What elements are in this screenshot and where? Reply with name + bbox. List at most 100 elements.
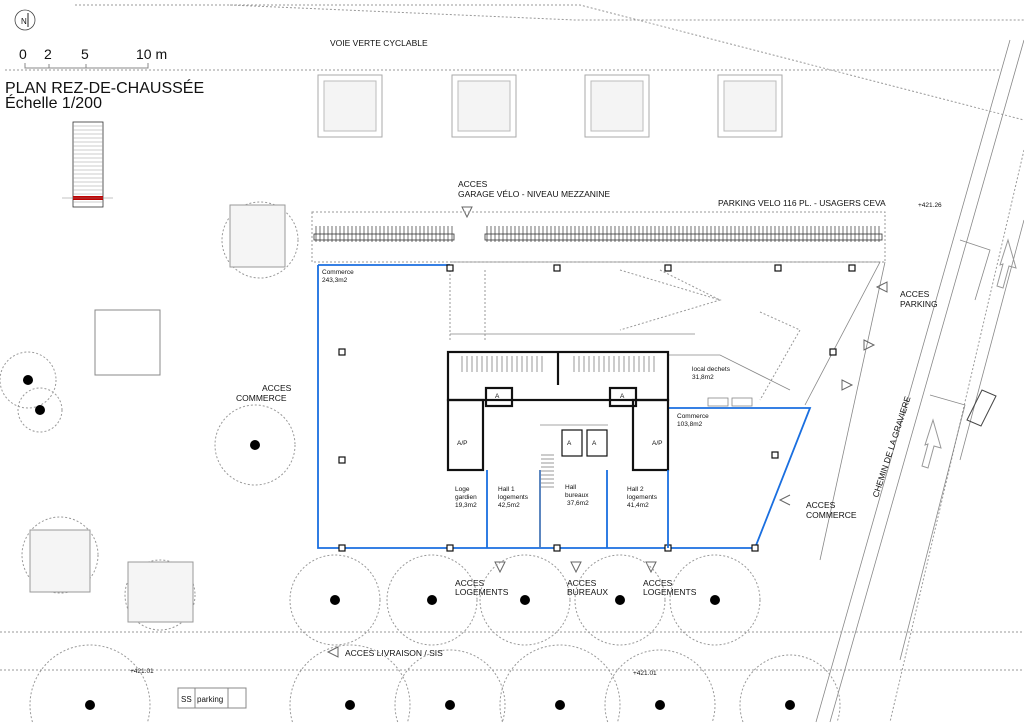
street-name: CHEMIN DE LA GRAVIERE	[870, 395, 912, 499]
column	[771, 451, 779, 459]
svg-text:COMMERCE: COMMERCE	[236, 393, 287, 403]
tree-trunk-icon	[710, 595, 720, 605]
tree-canopy	[17, 387, 63, 433]
tree-trunk-icon	[250, 440, 260, 450]
svg-text:A/P: A/P	[457, 440, 467, 447]
level-marker: +421.26	[918, 202, 942, 209]
north-arrow-icon: N	[14, 9, 36, 31]
tree-trunk-icon	[345, 700, 355, 710]
svg-text:Loge: Loge	[455, 486, 470, 493]
svg-text:gardien: gardien	[455, 494, 477, 501]
svg-text:A: A	[620, 393, 625, 400]
svg-text:BUREAUX: BUREAUX	[567, 587, 608, 597]
level-marker: +421.01	[633, 670, 657, 677]
column	[338, 456, 346, 464]
svg-text:parking: parking	[197, 695, 223, 704]
tree-trunk-icon	[785, 700, 795, 710]
tree-pit	[451, 74, 517, 138]
tree-trunk-icon	[655, 700, 665, 710]
level-marker: +421.01	[130, 668, 154, 675]
tree-trunk-icon	[330, 595, 340, 605]
tree-canopy	[0, 351, 57, 409]
tree-pit	[229, 204, 286, 268]
svg-text:Hall: Hall	[565, 484, 577, 491]
svg-text:Commerce: Commerce	[322, 269, 354, 276]
tree-trunk-icon	[23, 375, 33, 385]
acces-parking-label: ACCES	[900, 289, 930, 299]
access-labels: ACCES COMMERCE ACCES COMMERCE ACCES LOGE…	[236, 383, 857, 597]
tree-pit	[127, 561, 194, 623]
plaza-square	[94, 309, 161, 376]
road: CHEMIN DE LA GRAVIERE	[815, 39, 1024, 723]
column	[446, 544, 454, 552]
tree-canopy	[214, 404, 296, 486]
svg-text:A/P: A/P	[652, 440, 662, 447]
svg-text:A: A	[592, 440, 597, 447]
svg-text:logements: logements	[627, 494, 658, 501]
svg-text:COMMERCE: COMMERCE	[806, 510, 857, 520]
svg-text:N: N	[21, 17, 27, 26]
tree-grate	[590, 80, 644, 132]
svg-text:243,3m2: 243,3m2	[322, 277, 348, 284]
column	[553, 264, 561, 272]
column	[338, 348, 346, 356]
svg-text:37,6m2: 37,6m2	[567, 500, 589, 507]
svg-text:ACCES: ACCES	[455, 578, 485, 588]
entrance-triangle-icon	[461, 206, 473, 219]
svg-text:bureaux: bureaux	[565, 492, 589, 499]
svg-text:10 m: 10 m	[136, 46, 167, 62]
svg-text:local dechets: local dechets	[692, 366, 731, 373]
svg-text:103,8m2: 103,8m2	[677, 421, 703, 428]
svg-text:ACCES: ACCES	[643, 578, 673, 588]
tree-canopy	[386, 554, 478, 646]
tree-canopy	[499, 644, 621, 723]
tree-grate	[323, 80, 377, 132]
tree-trunk-icon	[85, 700, 95, 710]
tree-canopy	[221, 201, 299, 279]
tree-canopy	[289, 554, 381, 646]
svg-text:5: 5	[81, 46, 89, 62]
level-key	[62, 121, 113, 208]
column	[338, 544, 346, 552]
svg-text:41,4m2: 41,4m2	[627, 502, 649, 509]
tree-pit	[317, 74, 383, 138]
building-core: A A A A A/P A/P	[446, 350, 670, 548]
plan-scale: Échelle 1/200	[5, 93, 102, 112]
acces-parking-label-2: PARKING	[900, 299, 938, 309]
svg-text:LOGEMENTS: LOGEMENTS	[643, 587, 697, 597]
svg-text:SS: SS	[181, 695, 192, 704]
svg-text:Commerce: Commerce	[677, 413, 709, 420]
column	[664, 264, 672, 272]
tree-grate	[723, 80, 777, 132]
svg-text:VOIE VERTE CYCLABLE: VOIE VERTE CYCLABLE	[330, 38, 428, 48]
tree-canopy	[29, 644, 151, 723]
svg-text:logements: logements	[498, 494, 529, 501]
plan-title: PLAN REZ-DE-CHAUSSÉE	[5, 78, 204, 97]
acces-livraison-label: ACCES LIVRAISON / SIS	[345, 648, 443, 658]
tree-canopy	[21, 516, 99, 594]
tree-canopy	[289, 644, 411, 723]
tree-trunk-icon	[427, 595, 437, 605]
svg-text:ACCES: ACCES	[262, 383, 292, 393]
tree-canopy	[669, 554, 761, 646]
tree-canopy	[124, 559, 196, 631]
tree-pit	[29, 529, 91, 593]
ss-parking-sign: SS parking	[177, 687, 247, 709]
entrance-triangle-icon	[841, 281, 888, 391]
tree-canopy	[394, 649, 506, 723]
svg-text:ACCES: ACCES	[806, 500, 836, 510]
cycle-path: VOIE VERTE CYCLABLE	[5, 4, 1024, 121]
svg-text:A: A	[495, 393, 500, 400]
tree-canopy	[574, 554, 666, 646]
svg-text:ACCES: ACCES	[567, 578, 597, 588]
building-outline	[317, 264, 812, 549]
svg-text:31,8m2: 31,8m2	[692, 374, 714, 381]
svg-text:2: 2	[44, 46, 52, 62]
svg-text:0: 0	[19, 46, 27, 62]
car-icon	[966, 389, 997, 427]
svg-text:Hall 2: Hall 2	[627, 486, 644, 493]
svg-text:LOGEMENTS: LOGEMENTS	[455, 587, 509, 597]
acces-garage-label-2: GARAGE VÉLO - NIVEAU MEZZANINE	[458, 189, 610, 199]
